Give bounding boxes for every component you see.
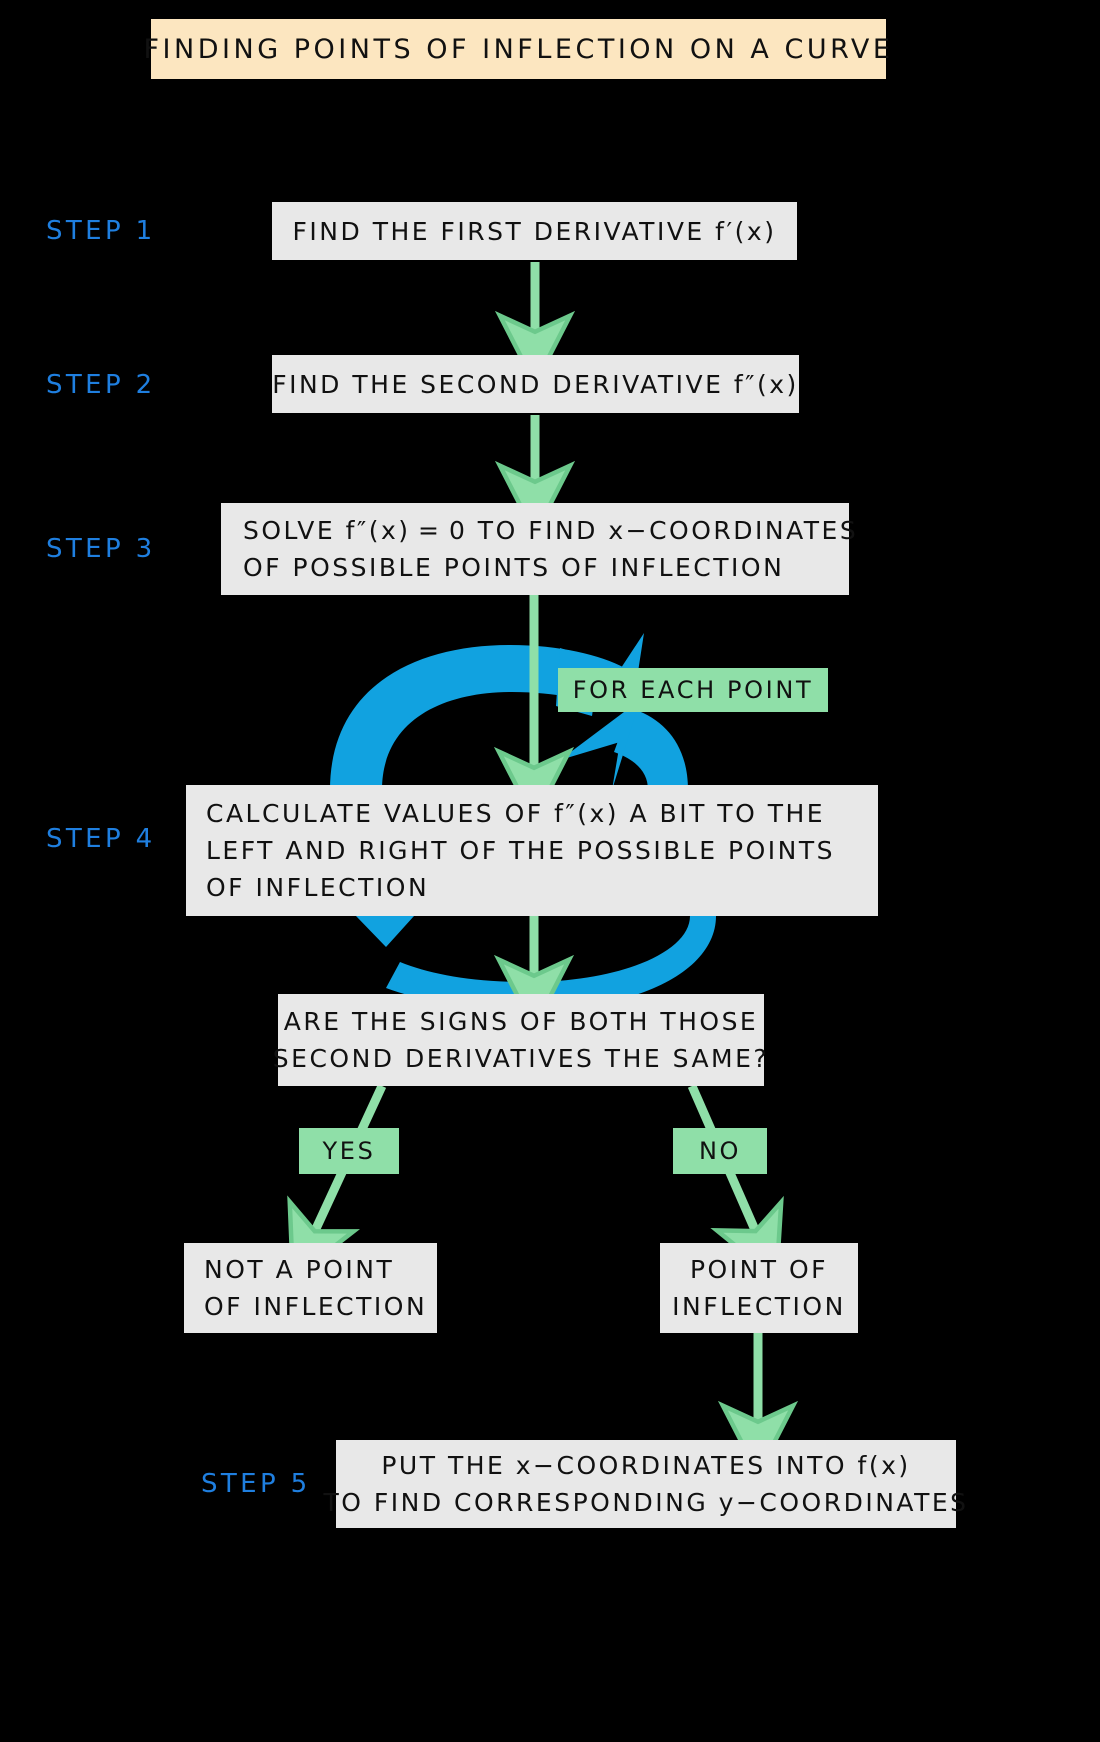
box-step3: SOLVE f″(x) = 0 TO FIND x−COORDINATES OF… (221, 503, 856, 595)
box-point-of-inflection: POINT OF INFLECTION (660, 1243, 858, 1333)
badge-yes-text: YES (322, 1137, 376, 1165)
box-step5-line-1: PUT THE x−COORDINATES INTO f(x) (381, 1451, 911, 1480)
box-step4-line-1: CALCULATE VALUES OF f″(x) A BIT TO THE (206, 799, 826, 828)
step-label-1: STEP 1 (46, 216, 156, 246)
badge-for-each-point: FOR EACH POINT (558, 668, 828, 712)
box-step3-line-2: OF POSSIBLE POINTS OF INFLECTION (243, 553, 785, 582)
badge-no: NO (673, 1128, 767, 1174)
step-label-3: STEP 3 (46, 534, 156, 564)
chart-title-text: FINDING POINTS OF INFLECTION ON A CURVE (143, 33, 894, 65)
step-label-5: STEP 5 (201, 1469, 311, 1499)
badge-for-each-point-text: FOR EACH POINT (572, 676, 814, 704)
box-step1: FIND THE FIRST DERIVATIVE f′(x) (272, 202, 797, 260)
box-step5: PUT THE x−COORDINATES INTO f(x) TO FIND … (323, 1440, 966, 1528)
box-decision: ARE THE SIGNS OF BOTH THOSE SECOND DERIV… (273, 994, 767, 1086)
box-decision-line-2: SECOND DERIVATIVES THE SAME? (272, 1044, 770, 1073)
box-point-of-inflection-line-1: POINT OF (689, 1255, 829, 1284)
box-step4: CALCULATE VALUES OF f″(x) A BIT TO THE L… (186, 785, 878, 916)
box-step4-line-2: LEFT AND RIGHT OF THE POSSIBLE POINTS (206, 836, 835, 865)
box-step5-line-2: TO FIND CORRESPONDING y−COORDINATES (323, 1488, 969, 1517)
badge-no-text: NO (698, 1137, 742, 1165)
box-step4-line-3: OF INFLECTION (206, 873, 430, 902)
badge-yes: YES (299, 1128, 399, 1174)
box-decision-line-1: ARE THE SIGNS OF BOTH THOSE (283, 1007, 759, 1036)
step-label-2: STEP 2 (46, 370, 156, 400)
chart-title: FINDING POINTS OF INFLECTION ON A CURVE (144, 19, 890, 79)
box-step2-line-1: FIND THE SECOND DERIVATIVE f″(x) (272, 369, 799, 399)
box-step2: FIND THE SECOND DERIVATIVE f″(x) (272, 355, 799, 413)
box-point-of-inflection-line-2: INFLECTION (672, 1292, 846, 1321)
box-step1-line-1: FIND THE FIRST DERIVATIVE f′(x) (292, 216, 777, 246)
box-step3-line-1: SOLVE f″(x) = 0 TO FIND x−COORDINATES (243, 516, 859, 545)
step-label-4: STEP 4 (46, 824, 156, 854)
box-not-a-point-line-1: NOT A POINT (204, 1255, 395, 1284)
box-not-a-point-line-2: OF INFLECTION (204, 1292, 428, 1321)
box-not-a-point-of-inflection: NOT A POINT OF INFLECTION (184, 1243, 437, 1333)
